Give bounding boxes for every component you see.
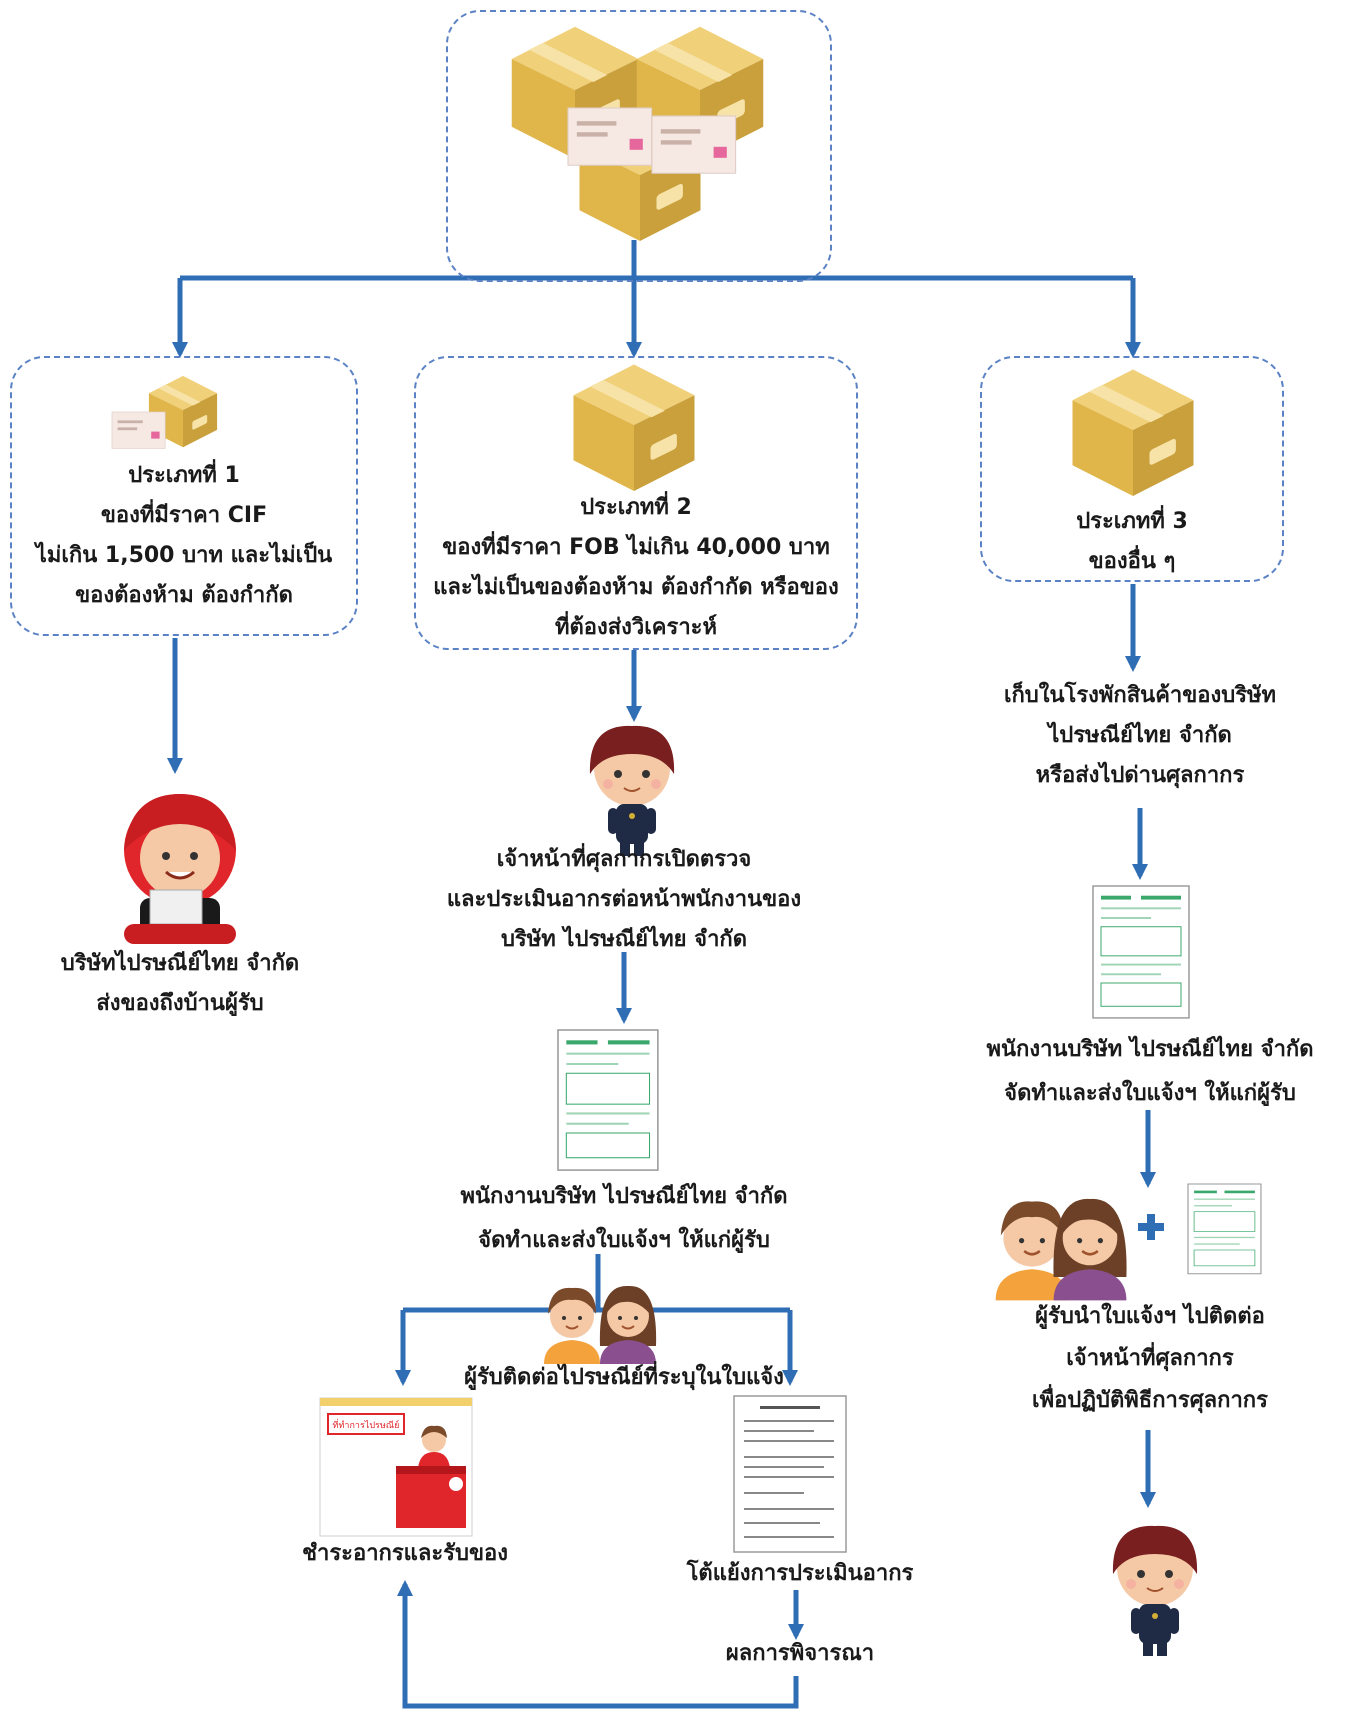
type1-desc-line2: ไม่เกิน 1,500 บาท และไม่เป็น (35, 543, 333, 568)
type3-title: ประเภทที่ 3 (1076, 509, 1188, 534)
type1-desc-line3: ของต้องห้าม ต้องกำกัด (75, 583, 293, 608)
customs-officer-icon (1111, 1524, 1199, 1657)
type1-box (10, 356, 358, 636)
type2-text: ประเภทที่ 2 ของที่มีราคา FOB ไม่เกิน 40,… (414, 488, 858, 648)
customs-form-icon (557, 1029, 659, 1171)
post-office-counter-icon: ที่ทำการไปรษณีย์ (319, 1397, 473, 1537)
col1-delivery-line2: ส่งของถึงบ้านผู้รับ (96, 991, 264, 1016)
col2-pay-text: ชำระอากรและรับของ (302, 1541, 508, 1566)
col2-inspect-line2: และประเมินอากรต่อหน้าพนักงานของ (446, 887, 802, 912)
type2-title: ประเภทที่ 2 (580, 495, 692, 520)
col3-store-line3: หรือส่งไปด่านศุลกากร (1035, 763, 1245, 788)
plus-icon (1138, 1214, 1164, 1240)
type1-title: ประเภทที่ 1 (128, 463, 240, 488)
counter-sign-text: ที่ทำการไปรษณีย์ (333, 1418, 400, 1431)
connectors (167, 240, 1156, 1709)
customs-form-icon (1092, 885, 1190, 1019)
courier-mascot-icon (124, 794, 236, 944)
appeal-document-icon (733, 1395, 847, 1553)
col2-notice-text: พนักงานบริษัท ไปรษณีย์ไทย จำกัด จัดทำและ… (404, 1175, 844, 1263)
type3-desc-line1: ของอื่น ๆ (1088, 549, 1176, 574)
col3-contact-line2: เจ้าหน้าที่ศุลกากร (1066, 1346, 1234, 1371)
col3-store-line1: เก็บในโรงพักสินค้าของบริษัท (1003, 683, 1277, 708)
type3-text: ประเภทที่ 3 ของอื่น ๆ (980, 502, 1284, 582)
col3-notice-line1: พนักงานบริษัท ไปรษณีย์ไทย จำกัด (986, 1037, 1314, 1062)
col3-store-text: เก็บในโรงพักสินค้าของบริษัท ไปรษณีย์ไทย … (980, 676, 1300, 796)
type1-text: ประเภทที่ 1 ของที่มีราคา CIF ไม่เกิน 1,5… (10, 456, 358, 616)
type2-desc-line2: และไม่เป็นของต้องห้าม ต้องกำกัด หรือของ (433, 575, 839, 600)
arrow-result-to-pay (397, 1580, 799, 1709)
col3-notice-text: พนักงานบริษัท ไปรษณีย์ไทย จำกัด จัดทำและ… (960, 1028, 1340, 1116)
col3-contact-line1: ผู้รับนำใบแจ้งฯ ไปติดต่อ (1035, 1304, 1265, 1329)
type1-desc-line1: ของที่มีราคา CIF (100, 503, 268, 528)
customs-form-icon (1187, 1183, 1262, 1275)
recipients-icon (994, 1197, 1128, 1302)
col3-contact-line3: เพื่อปฏิบัติพิธีการศุลกากร (1032, 1388, 1268, 1413)
type2-box (414, 356, 858, 650)
col2-appeal-text: โต้แย้งการประเมินอากร (686, 1561, 914, 1586)
col3-contact-text: ผู้รับนำใบแจ้งฯ ไปติดต่อ เจ้าหน้าที่ศุลก… (980, 1296, 1320, 1422)
col2-result-text: ผลการพิจารณา (725, 1641, 875, 1666)
col2-inspect-text: เจ้าหน้าที่ศุลกากรเปิดตรวจ และประเมินอาก… (404, 840, 844, 960)
type3-box (980, 356, 1284, 582)
top-goods-box (446, 10, 832, 282)
type2-desc-line1: ของที่มีราคา FOB ไม่เกิน 40,000 บาท (442, 535, 830, 560)
col3-store-line2: ไปรษณีย์ไทย จำกัด (1048, 723, 1232, 748)
col2-notice-line2: จัดทำและส่งใบแจ้งฯ ให้แก่ผู้รับ (478, 1228, 770, 1253)
col1-delivery-line1: บริษัทไปรษณีย์ไทย จำกัด (60, 951, 300, 976)
col2-contact-text: ผู้รับติดต่อไปรษณีย์ที่ระบุในใบแจ้ง (464, 1365, 784, 1390)
col1-delivery-text: บริษัทไปรษณีย์ไทย จำกัด ส่งของถึงบ้านผู้… (20, 944, 340, 1024)
col2-notice-line1: พนักงานบริษัท ไปรษณีย์ไทย จำกัด (460, 1184, 788, 1209)
col3-notice-line2: จัดทำและส่งใบแจ้งฯ ให้แก่ผู้รับ (1004, 1081, 1296, 1106)
type2-desc-line3: ที่ต้องส่งวิเคราะห์ (555, 615, 717, 640)
col2-inspect-line1: เจ้าหน้าที่ศุลกากรเปิดตรวจ (496, 847, 752, 872)
col2-inspect-line3: บริษัท ไปรษณีย์ไทย จำกัด (500, 927, 748, 952)
customs-officer-icon (588, 724, 676, 857)
